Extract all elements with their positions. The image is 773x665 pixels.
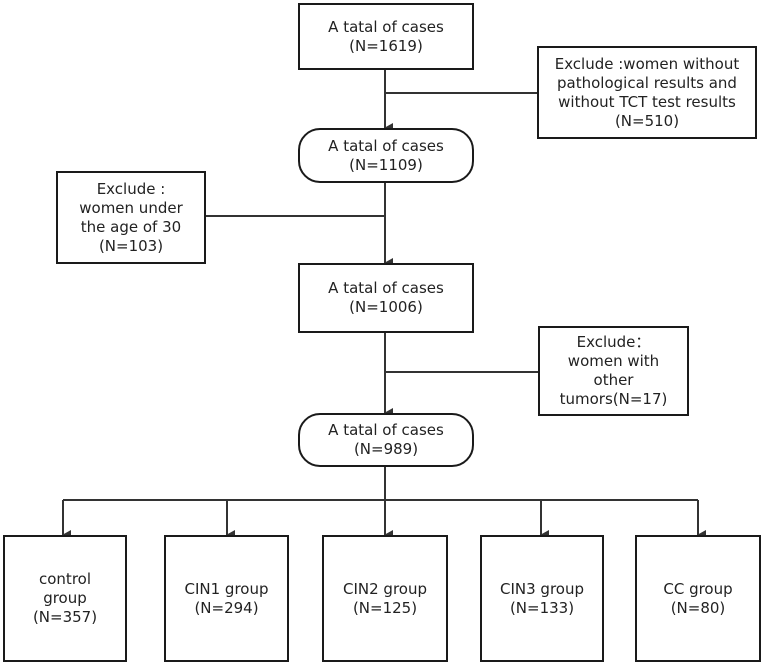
total-cases-1006-title: A tatal of cases (328, 279, 444, 297)
group-control: control group (N=357) (3, 535, 127, 662)
exclude-no-results-line2: pathological results and (557, 73, 737, 92)
group-control-line2: group (43, 589, 87, 607)
total-cases-1109-title: A tatal of cases (328, 136, 444, 155)
exclude-other-tumors-count: tumors(N=17) (559, 390, 668, 408)
exclude-under-30: Exclude : women under the age of 30 (N=1… (56, 171, 206, 264)
group-cin1-label: CIN1 group (184, 579, 269, 598)
total-cases-1109-count: (N=1109) (349, 155, 423, 174)
group-cin1: CIN1 group (N=294) (164, 535, 289, 662)
group-control-count: (N=357) (32, 608, 98, 626)
exclude-other-tumors-line3: other (593, 371, 634, 389)
group-cc: CC group (N=80) (635, 535, 761, 662)
exclude-other-tumors: Exclude： women with other tumors(N=17) (538, 326, 689, 416)
total-cases-989-count: (N=989) (353, 440, 419, 458)
exclude-under-30-line1: Exclude : (96, 179, 166, 198)
total-cases-1619-title: A tatal of cases (328, 17, 444, 36)
exclude-under-30-line3: the age of 30 (80, 217, 182, 236)
total-cases-989-title: A tatal of cases (328, 421, 444, 439)
exclude-no-results: Exclude :women without pathological resu… (537, 46, 757, 139)
total-cases-989: A tatal of cases (N=989) (298, 413, 474, 467)
group-cin3-label: CIN3 group (500, 579, 584, 598)
total-cases-1006: A tatal of cases (N=1006) (298, 263, 474, 333)
total-cases-1109: A tatal of cases (N=1109) (298, 128, 474, 183)
exclude-under-30-count: (N=103) (98, 236, 164, 255)
group-cin1-count: (N=294) (194, 598, 259, 617)
group-cc-count: (N=80) (670, 598, 726, 617)
group-cin3: CIN3 group (N=133) (480, 535, 604, 662)
group-cin3-count: (N=133) (509, 598, 575, 617)
exclude-other-tumors-line2: women with (567, 352, 660, 370)
exclude-no-results-line3: without TCT test results (558, 92, 736, 111)
group-cin2-count: (N=125) (352, 598, 418, 617)
total-cases-1619: A tatal of cases (N=1619) (298, 3, 474, 70)
group-control-line1: control (39, 570, 91, 588)
exclude-other-tumors-line1: Exclude： (576, 333, 651, 351)
total-cases-1619-count: (N=1619) (349, 36, 423, 55)
group-cin2-label: CIN2 group (343, 579, 427, 598)
exclude-no-results-count: (N=510) (614, 111, 680, 130)
group-cc-label: CC group (663, 579, 733, 598)
exclude-under-30-line2: women under (79, 198, 183, 217)
group-cin2: CIN2 group (N=125) (322, 535, 448, 662)
exclude-no-results-line1: Exclude :women without (554, 54, 740, 73)
total-cases-1006-count: (N=1006) (349, 298, 423, 316)
